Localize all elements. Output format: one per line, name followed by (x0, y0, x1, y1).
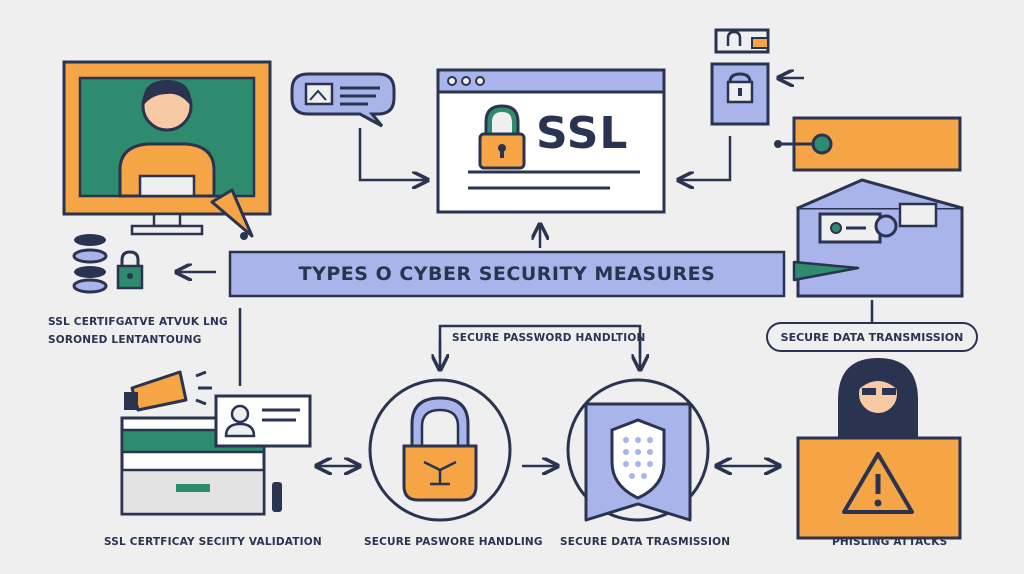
bottom-label-phishing: PHISLING ATTACKS (832, 536, 948, 548)
top-mid-label: SECURE PASSWORD HANDLTION (452, 332, 646, 344)
ssl-label: SSL (536, 108, 629, 159)
hacker-icon (838, 358, 918, 440)
browser-window-icon (436, 68, 666, 214)
pen-icon (272, 482, 282, 512)
banner-title: TYPES O CYBER SECURITY MEASURES (298, 263, 716, 285)
key-tag-icon (774, 116, 962, 172)
bottom-label-data-transmission: SECURE DATA TRASMISSION (560, 536, 731, 548)
monitor-user-icon (62, 60, 272, 236)
database-icon (72, 234, 108, 294)
banner-box (228, 250, 786, 298)
small-padlock-icon (116, 250, 144, 290)
shield-icon (566, 378, 710, 522)
left-caption-line2: SORONED LENTANTOUNG (48, 334, 202, 346)
padlock-icon (478, 104, 526, 170)
usb-key-icon (710, 28, 770, 126)
bottom-label-ssl-validation: SSL CERTFICAY SECIITY VALIDATION (104, 536, 322, 548)
alert-icon (796, 436, 962, 540)
left-caption-line1: SSL CERTIFGATVE ATVUK LNG (48, 316, 228, 328)
megaphone-icon (124, 370, 212, 412)
chat-bubble-icon (290, 72, 396, 128)
right-pill-label: SECURE DATA TRANSMISSION (766, 322, 978, 352)
bottom-label-password-handling: SECURE PASWORE HANDLING (364, 536, 543, 548)
envelope-icon (792, 178, 964, 298)
warning-icon (210, 188, 254, 240)
padlock-circle-icon (368, 378, 512, 522)
id-card-icon (214, 394, 312, 448)
